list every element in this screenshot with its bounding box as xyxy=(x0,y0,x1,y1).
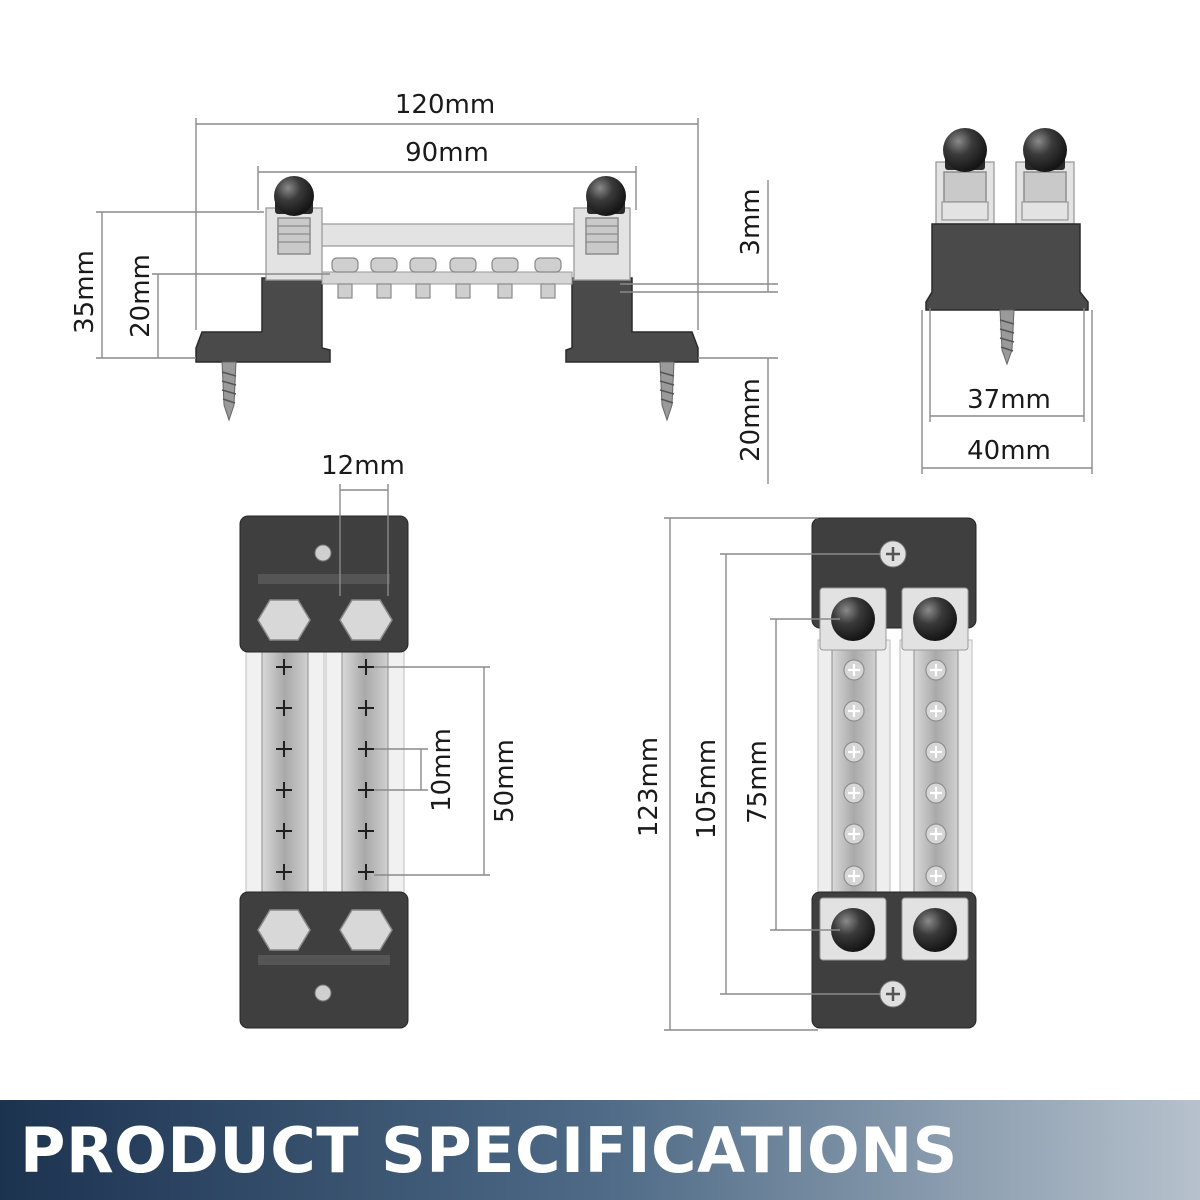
label-post-spacing-right: 75mm xyxy=(743,740,773,824)
hex-nut xyxy=(257,909,311,951)
hex-nut xyxy=(339,599,393,641)
end-base xyxy=(925,223,1089,311)
label-height-bar: 20mm xyxy=(126,254,156,338)
label-mount-spacing: 105mm xyxy=(692,739,722,839)
label-stud-span: 50mm xyxy=(490,739,520,823)
post-cap xyxy=(831,908,875,952)
label-width-total: 120mm xyxy=(395,90,495,120)
right-wood-screw xyxy=(659,361,675,422)
specifications-banner: PRODUCT SPECIFICATIONS xyxy=(0,1100,1200,1200)
post-cap xyxy=(831,597,875,641)
top-view-left: 12mm 10mm 50mm xyxy=(239,451,520,1029)
right-foot xyxy=(565,277,699,363)
dim-lines-top-left xyxy=(339,484,490,876)
label-bar-thickness: 3mm xyxy=(736,188,766,255)
dim-lines-side xyxy=(96,118,778,484)
label-screw-length: 20mm xyxy=(736,378,766,462)
dim-lines-top-right xyxy=(664,517,880,1031)
mount-screw-icon xyxy=(879,540,907,568)
post-cap xyxy=(913,597,957,641)
mount-screw-icon xyxy=(879,980,907,1008)
end-cap-left xyxy=(943,128,987,172)
label-outer-width: 40mm xyxy=(967,436,1051,466)
hex-nut xyxy=(257,599,311,641)
label-height-total: 35mm xyxy=(70,250,100,334)
dimension-diagram: 120mm 90mm 35mm 20mm 3mm 20mm xyxy=(70,90,1093,1031)
left-foot xyxy=(195,277,331,363)
end-cap-right xyxy=(1023,128,1067,172)
right-post-cap xyxy=(586,176,626,216)
side-view: 120mm 90mm 35mm 20mm 3mm 20mm xyxy=(70,90,778,484)
stud-plus-icons xyxy=(843,659,947,887)
stud-crosses xyxy=(276,659,374,880)
label-stud-pitch: 10mm xyxy=(427,728,457,812)
end-view: 37mm 40mm xyxy=(921,128,1093,474)
terminal-screw-row xyxy=(321,257,573,299)
left-wood-screw xyxy=(221,361,237,422)
hex-nut xyxy=(339,909,393,951)
label-inner-width: 37mm xyxy=(967,385,1051,415)
label-overall-length: 123mm xyxy=(634,737,664,837)
post-cap xyxy=(913,908,957,952)
label-post-spacing-left: 12mm xyxy=(321,451,405,481)
left-post-cap xyxy=(274,176,314,216)
dim-lines-end xyxy=(921,308,1093,474)
label-width-posts: 90mm xyxy=(405,138,489,168)
top-view-right: 123mm 105mm 75mm xyxy=(634,517,977,1031)
banner-title: PRODUCT SPECIFICATIONS xyxy=(20,1113,958,1187)
end-wood-screw xyxy=(999,309,1015,366)
